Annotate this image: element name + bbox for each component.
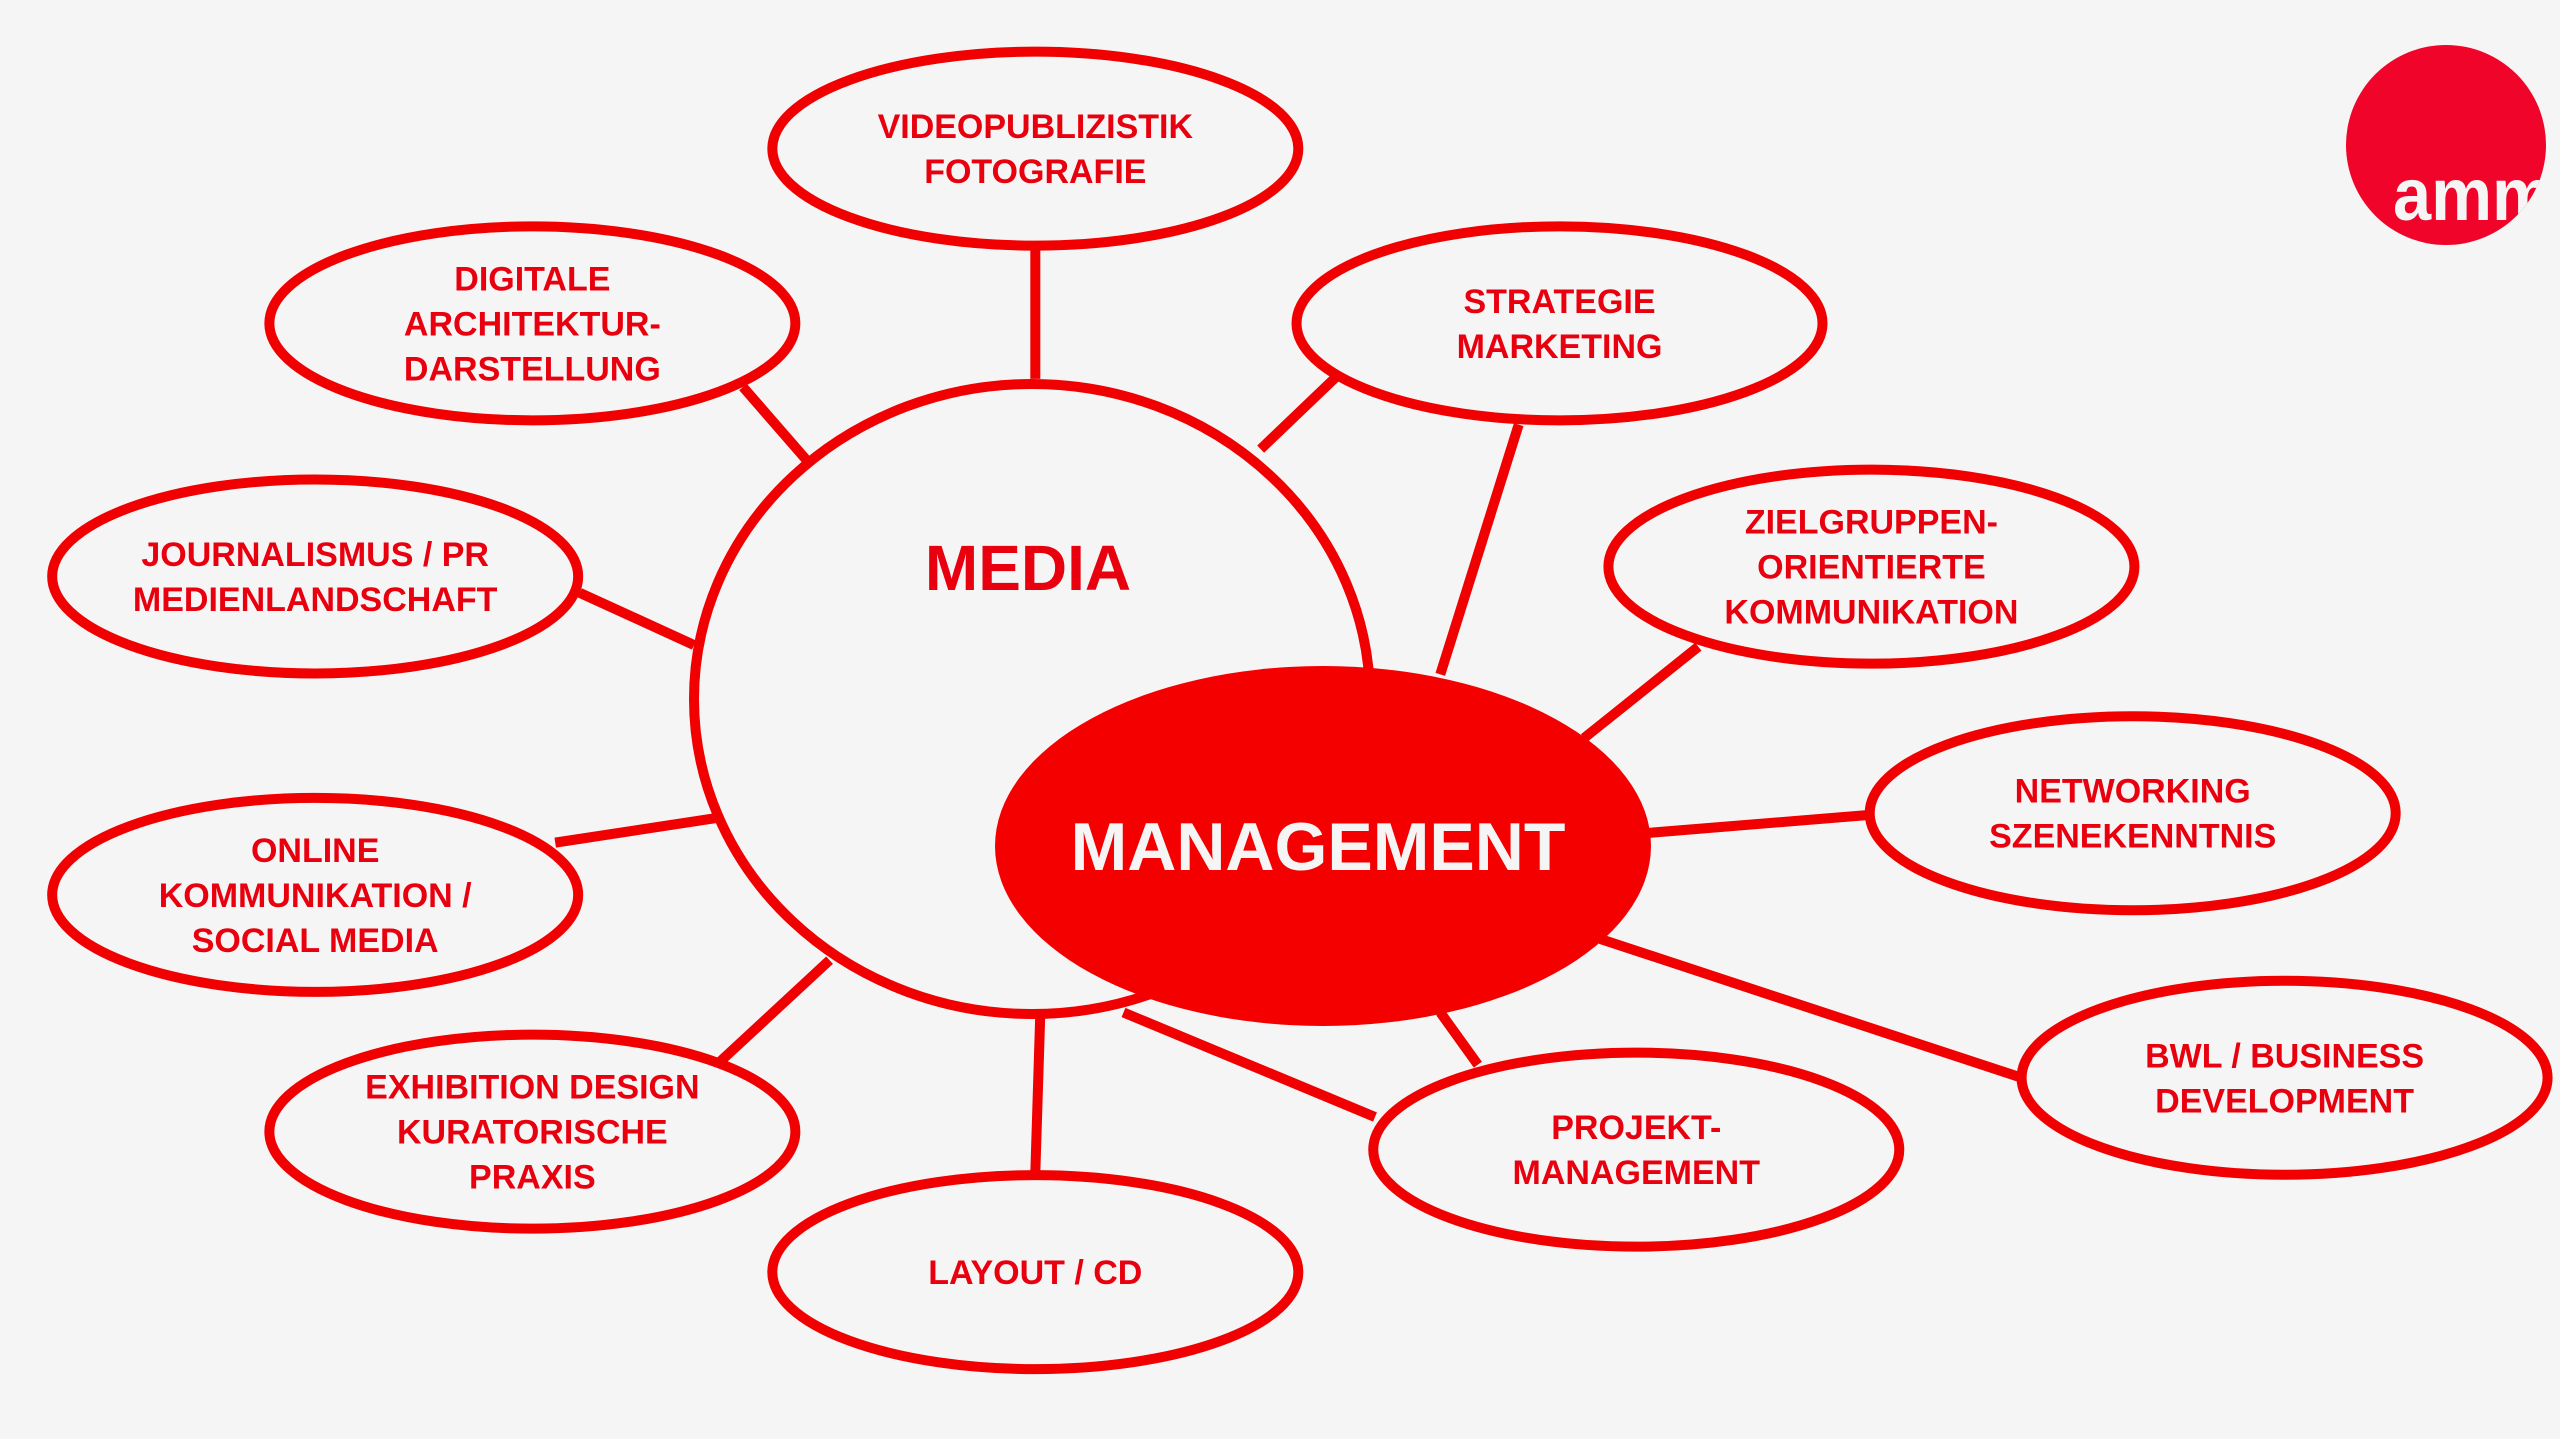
node-label-line: ONLINE (251, 832, 379, 870)
node-ellipse (264, 1029, 801, 1234)
node-label-line: STRATEGIE (1463, 283, 1655, 321)
node-ellipse (1864, 711, 2401, 916)
node-ellipse (767, 46, 1304, 251)
connector-line (1580, 642, 1702, 743)
node-label-line: BWL / BUSINESS (2145, 1037, 2424, 1075)
connector-line (1121, 1007, 1377, 1122)
node-ellipse (1603, 464, 2140, 669)
node-zielgruppen: ZIELGRUPPEN- ORIENTIERTE KOMMUNIKATION (1603, 464, 2140, 669)
connector-line (1436, 1009, 1482, 1068)
node-layout: LAYOUT / CD (767, 1170, 1304, 1375)
node-ellipse (264, 221, 801, 426)
topic-nodes: VIDEOPUBLIZISTIK FOTOGRAFIE DIGITALE ARCHIT… (47, 46, 2553, 1375)
node-label-line: SZENEKENNTNIS (1989, 818, 2276, 856)
management-ellipse (995, 666, 1651, 1026)
node-projekt: PROJEKT- MANAGEMENT (1368, 1047, 1905, 1252)
media-label: MEDIA (925, 532, 1131, 604)
node-ellipse (2016, 975, 2553, 1180)
node-label-line: PROJEKT- (1551, 1109, 1721, 1147)
node-digitale-architektur: DIGITALE ARCHITEKTUR- DARSTELLUNG (264, 221, 801, 426)
connector-line (577, 588, 697, 650)
connector-line (1435, 423, 1524, 676)
node-ellipse (1368, 1047, 1905, 1252)
node-label-line: DARSTELLUNG (404, 350, 661, 388)
node-online: ONLINE KOMMUNIKATION / SOCIAL MEDIA (47, 792, 584, 997)
node-label-line: NETWORKING (2015, 773, 2251, 811)
connector-line (1257, 373, 1340, 453)
node-label-line: EXHIBITION DESIGN (365, 1069, 699, 1107)
connector-line (1030, 1015, 1046, 1173)
node-label-line: KOMMUNIKATION (1724, 594, 2018, 632)
node-exhibition: EXHIBITION DESIGN KURATORISCHE PRAXIS (264, 1029, 801, 1234)
connector-line (1648, 809, 1871, 838)
connectors (554, 248, 2024, 1173)
connector-line (1598, 934, 2024, 1083)
node-bwl: BWL / BUSINESS DEVELOPMENT (2016, 975, 2553, 1180)
amm-logo: amm (2346, 45, 2553, 245)
node-label-line: DIGITALE (454, 260, 610, 298)
node-videopublizistik: VIDEOPUBLIZISTIK FOTOGRAFIE (767, 46, 1304, 251)
node-label-line: DEVELOPMENT (2155, 1082, 2414, 1120)
node-label-line: ARCHITEKTUR- (404, 305, 661, 343)
node-journalismus: JOURNALISMUS / PR MEDIENLANDSCHAFT (47, 474, 584, 679)
node-networking: NETWORKING SZENEKENNTNIS (1864, 711, 2401, 916)
node-label-line: LAYOUT / CD (928, 1254, 1142, 1292)
node-ellipse (47, 474, 584, 679)
node-strategie: STRATEGIE MARKETING (1291, 221, 1828, 426)
node-label-line: VIDEOPUBLIZISTIK (878, 108, 1194, 146)
management-label: MANAGEMENT (1071, 809, 1566, 885)
connector-line (739, 383, 813, 466)
connector-line (715, 956, 833, 1067)
connector-line (554, 813, 717, 848)
node-label-line: KURATORISCHE (397, 1114, 668, 1152)
node-label-line: SOCIAL MEDIA (192, 922, 439, 960)
node-label-line: ZIELGRUPPEN- (1745, 504, 1998, 542)
node-ellipse (1291, 221, 1828, 426)
node-label-line: ORIENTIERTE (1757, 549, 1986, 587)
node-label-line: PRAXIS (469, 1159, 596, 1197)
logo-text: amm (2393, 153, 2553, 236)
node-label-line: MARKETING (1457, 328, 1663, 366)
node-ellipse (47, 792, 584, 997)
node-label-line: JOURNALISMUS / PR (141, 536, 489, 574)
node-label-line: FOTOGRAFIE (924, 153, 1146, 191)
node-label-line: KOMMUNIKATION / (159, 877, 472, 915)
node-label-line: MEDIENLANDSCHAFT (133, 581, 498, 619)
node-ellipse (767, 1170, 1304, 1375)
node-label-line: MANAGEMENT (1513, 1154, 1761, 1192)
